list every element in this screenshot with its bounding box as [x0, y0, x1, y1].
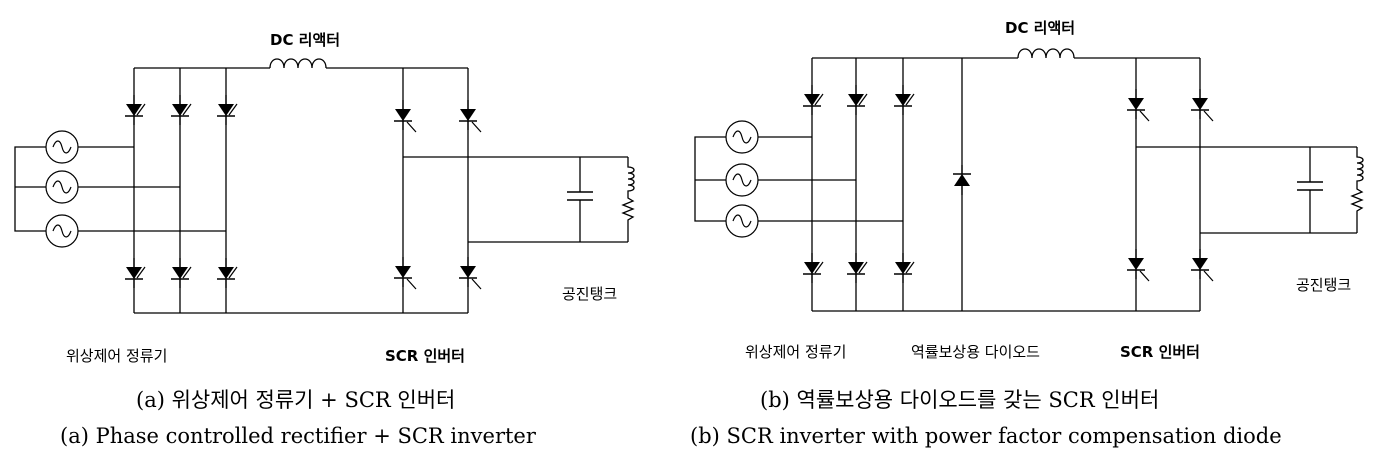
pf-compensation-diode	[952, 164, 972, 196]
rectifier-label: 위상제어 정류기	[745, 343, 846, 361]
scr-thyristor	[124, 94, 146, 126]
rectifier-label: 위상제어 정류기	[66, 347, 167, 365]
scr-thyristor	[1190, 248, 1214, 282]
ac-source-icon	[725, 163, 759, 197]
scr-thyristor	[170, 257, 192, 289]
diagram-b: DC 리액터 공진탱크 위상제어 정류기 역률보상용 다이오드 SCR 인버터	[694, 19, 1364, 361]
scr-thyristor	[1126, 88, 1150, 122]
ac-source-icon	[45, 130, 79, 164]
scr-thyristor	[846, 252, 868, 284]
diagram-a: DC 리액터 공진탱크 위상제어 정류기 SCR 인버터	[14, 31, 635, 365]
pf-diode-label: 역률보상용 다이오드	[911, 343, 1040, 361]
inverter-label: SCR 인버터	[1120, 343, 1200, 361]
scr-thyristor	[216, 257, 238, 289]
scr-thyristor	[846, 84, 868, 116]
ac-source-icon	[45, 214, 79, 248]
scr-thyristor	[458, 256, 482, 290]
resonant-tank-label: 공진탱크	[562, 285, 617, 303]
scr-thyristor	[1190, 88, 1214, 122]
ac-source-icon	[725, 204, 759, 238]
caption-a-english: (a) Phase controlled rectifier + SCR inv…	[60, 424, 536, 448]
scr-thyristor	[216, 94, 238, 126]
scr-thyristor	[393, 256, 417, 290]
scr-thyristor	[893, 84, 915, 116]
caption-b-korean: (b) 역률보상용 다이오드를 갖는 SCR 인버터	[760, 388, 1160, 412]
scr-thyristor	[393, 99, 417, 133]
scr-thyristor	[170, 94, 192, 126]
dc-reactor-label: DC 리액터	[270, 31, 340, 49]
caption-b-english: (b) SCR inverter with power factor compe…	[690, 424, 1282, 448]
scr-thyristor	[124, 257, 146, 289]
scr-thyristor	[802, 84, 824, 116]
scr-thyristor	[802, 252, 824, 284]
dc-reactor-label: DC 리액터	[1005, 19, 1075, 37]
inverter-label: SCR 인버터	[385, 347, 465, 365]
scr-thyristor	[458, 99, 482, 133]
scr-thyristor	[1126, 248, 1150, 282]
scr-thyristor	[893, 252, 915, 284]
ac-source-icon	[45, 170, 79, 204]
caption-a-korean: (a) 위상제어 정류기 + SCR 인버터	[136, 388, 456, 412]
ac-source-icon	[725, 120, 759, 154]
resonant-tank-label: 공진탱크	[1296, 276, 1351, 294]
